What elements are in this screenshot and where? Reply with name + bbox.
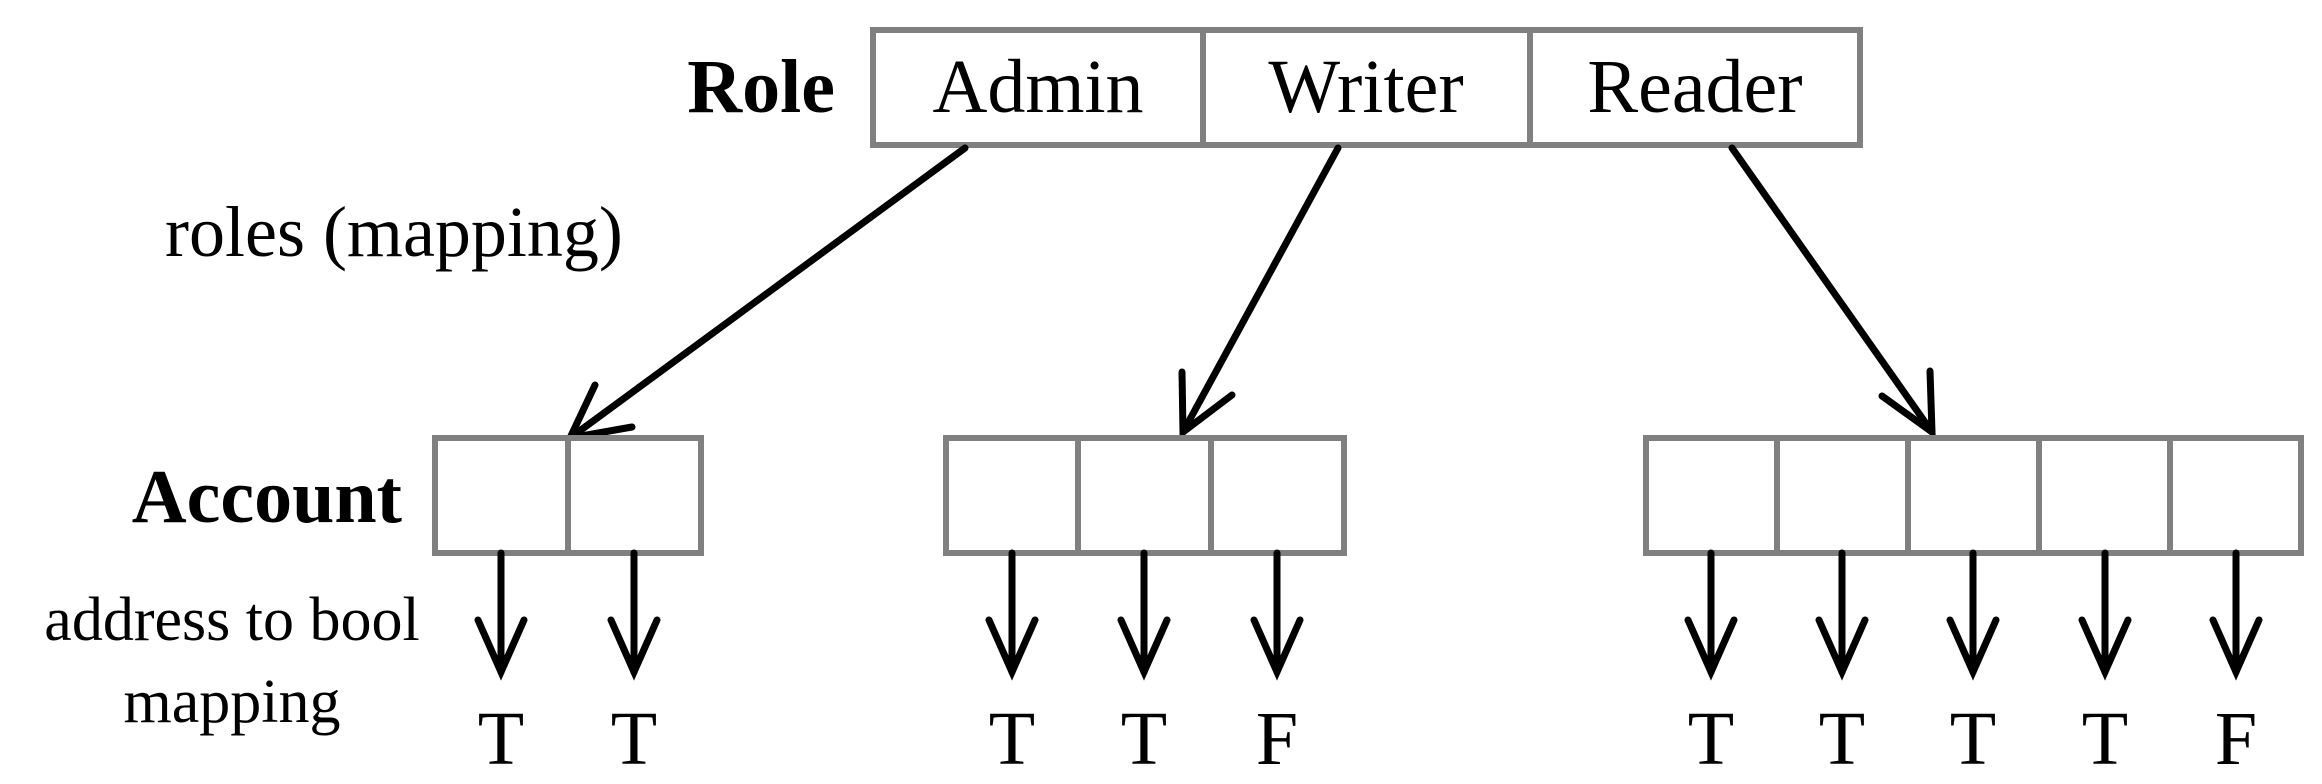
address-to-bool-label-line2: mapping	[124, 668, 341, 736]
account-cell	[1905, 435, 2042, 556]
role-label: Role	[687, 45, 835, 129]
bool-value: T	[1121, 697, 1167, 781]
role-cell-admin-label: Admin	[932, 45, 1143, 129]
account-cell	[943, 435, 1081, 556]
account-cell	[2036, 435, 2173, 556]
account-cell	[2167, 435, 2304, 556]
bool-value: T	[478, 697, 524, 781]
account-cell	[1643, 435, 1780, 556]
account-group-reader: T T T T F	[1643, 435, 2304, 781]
arrow-writer-to-account	[1178, 144, 1342, 439]
down-arrow	[607, 549, 661, 681]
role-cell-writer	[1200, 27, 1533, 148]
down-arrow	[985, 549, 1039, 681]
account-cell	[565, 435, 704, 556]
down-arrow	[2078, 549, 2132, 681]
role-cell-reader	[1527, 27, 1863, 148]
account-group-admin: T T	[432, 435, 704, 781]
role-cell-admin	[870, 27, 1206, 148]
down-arrow	[2209, 549, 2263, 681]
down-arrow	[1684, 549, 1738, 681]
account-cell	[1075, 435, 1214, 556]
bool-value: T	[1819, 697, 1865, 781]
down-arrow	[474, 549, 528, 681]
down-arrow	[1117, 549, 1171, 681]
account-label: Account	[132, 455, 402, 539]
role-cell-writer-label: Writer	[1268, 45, 1463, 129]
bool-value: T	[1688, 697, 1734, 781]
bool-value: T	[2082, 697, 2128, 781]
account-cell	[1208, 435, 1347, 556]
account-cell	[1774, 435, 1911, 556]
down-arrow	[1250, 549, 1304, 681]
roles-mapping-label: roles (mapping)	[165, 192, 623, 272]
bool-value: F	[1256, 697, 1298, 781]
arrow-reader-to-account	[1728, 144, 1936, 439]
bool-value: T	[989, 697, 1035, 781]
address-to-bool-label-line1: address to bool	[44, 586, 419, 654]
role-to-account-arrows	[563, 144, 1936, 443]
role-array: Admin Writer Reader	[870, 27, 1863, 148]
arrow-admin-to-account	[563, 144, 969, 443]
bool-value: T	[611, 697, 657, 781]
down-arrow	[1815, 549, 1869, 681]
bool-value: T	[1950, 697, 1996, 781]
account-group-writer: T T F	[943, 435, 1347, 781]
role-cell-reader-label: Reader	[1587, 45, 1802, 129]
account-cell	[432, 435, 571, 556]
down-arrow	[1946, 549, 2000, 681]
bool-value: F	[2215, 697, 2257, 781]
